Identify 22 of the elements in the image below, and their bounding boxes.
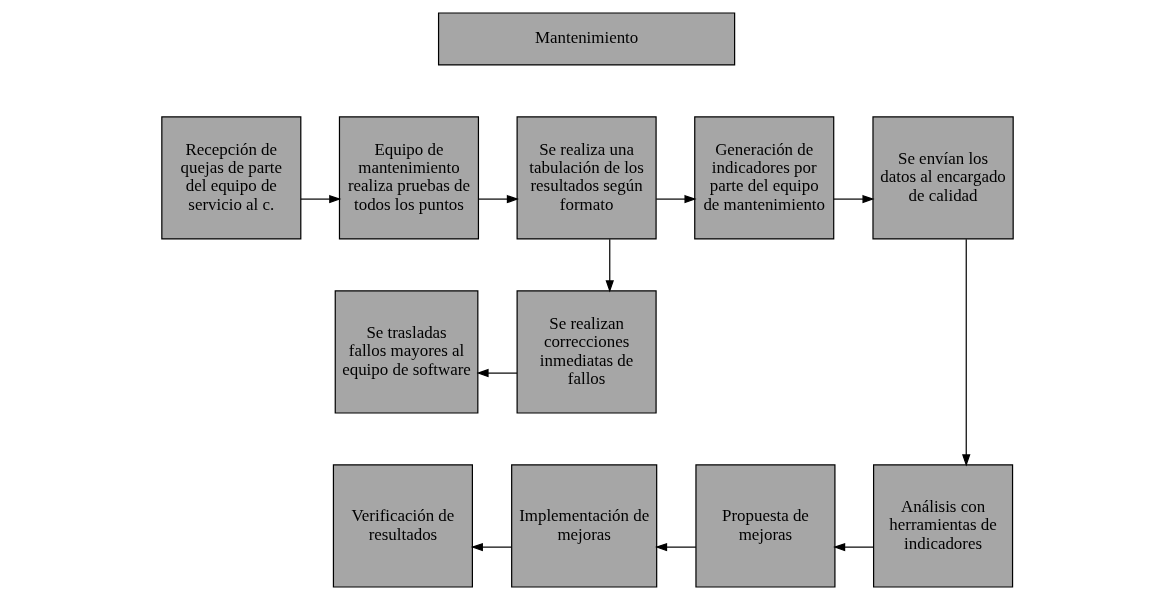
node-box: Se realizan correcciones inmediatas de fallos — [516, 290, 657, 414]
node-box: Propuesta de mejoras — [695, 464, 836, 588]
node-box: Se trasladas fallos mayores al equipo de software — [334, 290, 479, 414]
node-box: Recepción de quejas de parte del equipo de servicio al c. — [161, 116, 302, 240]
node-box: Generación de indicadores por parte del equipo de mantenimiento — [694, 116, 835, 240]
arrow — [655, 542, 697, 552]
arrow — [833, 194, 875, 204]
node-box: Equipo de mantenimiento realiza pruebas de todos los puntos — [338, 116, 480, 240]
arrow — [605, 238, 614, 293]
node-box: Análisis con herramientas de indicadores — [873, 464, 1014, 588]
node-box: Mantenimiento — [437, 12, 736, 66]
node-box: Implementación de mejoras — [511, 464, 658, 588]
arrow — [833, 542, 874, 552]
node-box: Se envían los datos al encargado de calidad — [872, 116, 1014, 240]
node-box: Se realiza una tabulación de los resultados según formato — [516, 116, 657, 240]
arrow — [476, 368, 518, 378]
node-box: Verificación de resultados — [332, 464, 473, 588]
arrow — [962, 238, 971, 467]
arrow — [470, 542, 513, 552]
arrow — [478, 194, 519, 204]
arrow — [300, 194, 342, 204]
arrow — [655, 194, 697, 204]
